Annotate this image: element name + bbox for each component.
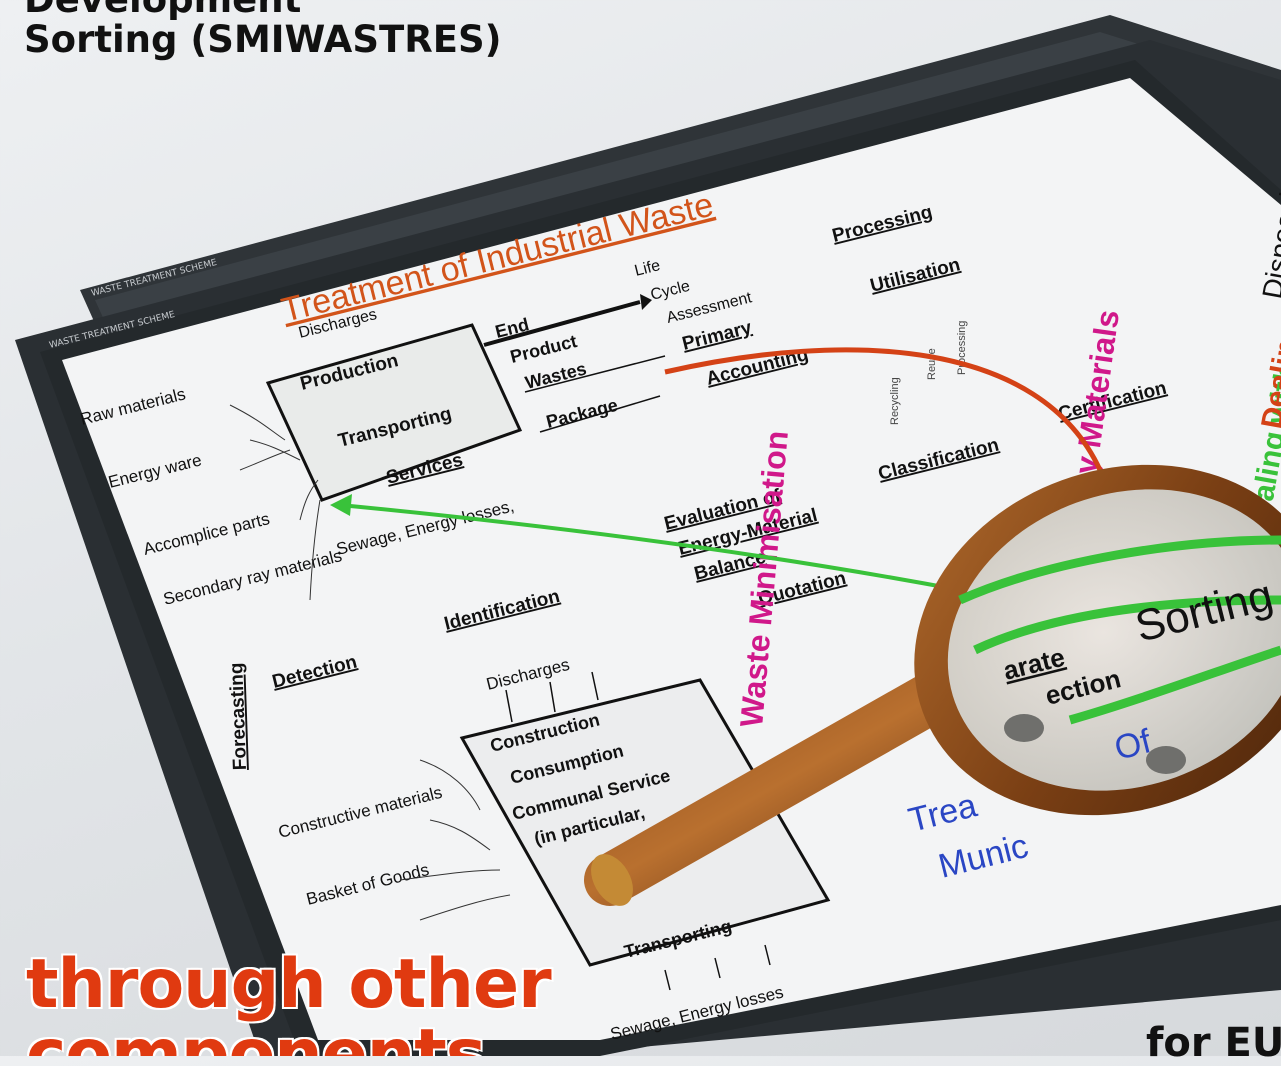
small-vertical-2: Reuse bbox=[926, 348, 938, 380]
production-box bbox=[265, 323, 523, 502]
overlay-bottom-line2: components bbox=[26, 1020, 486, 1056]
small-vertical-1: Recycling bbox=[889, 377, 901, 425]
overlay-bottom-right: for EU bbox=[1146, 1020, 1281, 1066]
construction-box bbox=[459, 678, 831, 967]
main-sheet bbox=[40, 60, 1281, 1056]
forecasting-vertical: Forecasting bbox=[226, 662, 251, 770]
overlay-top-title: Development Sorting (SMIWASTRES) bbox=[24, 0, 502, 60]
overlay-bottom-title: through other components bbox=[26, 945, 552, 1057]
overlay-bottom-line1: through other bbox=[26, 945, 552, 1024]
lca-life: Life bbox=[633, 257, 662, 280]
overlay-top-line1: Development bbox=[24, 0, 502, 20]
magnifying-glass: Sorting arate ection Of bbox=[584, 464, 1281, 906]
overlay-top-line2: Sorting (SMIWASTRES) bbox=[24, 18, 502, 61]
green-arrow bbox=[339, 503, 961, 592]
